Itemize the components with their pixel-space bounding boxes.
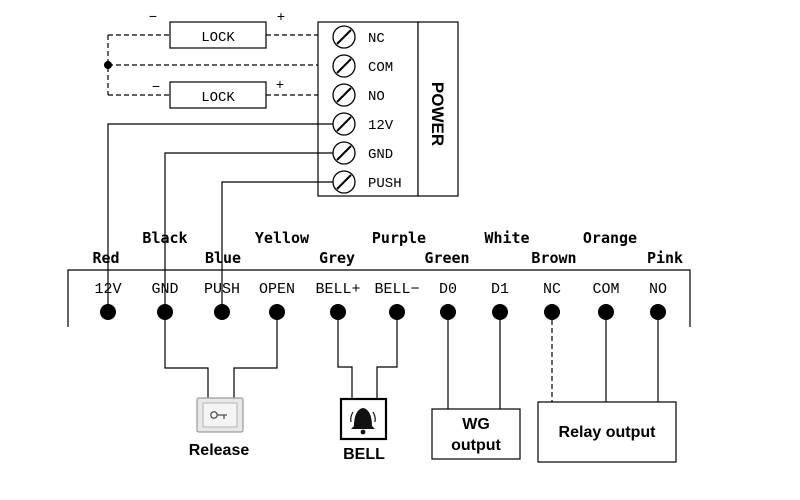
controller-terminal-label: BELL+: [315, 281, 360, 298]
wg-output-label-line2: output: [451, 437, 501, 454]
wire-color-white: White: [484, 229, 529, 247]
wire-color-labels: Red Black Blue Yellow Grey Purple Green …: [92, 229, 683, 267]
terminal-dot: [650, 304, 666, 320]
wire-color-blue: Blue: [205, 249, 241, 267]
power-terminal-label: PUSH: [368, 176, 402, 192]
power-wiring: [107, 123, 333, 312]
terminal-dot: [598, 304, 614, 320]
lock-2: LOCK − +: [152, 76, 284, 109]
power-terminal-com: COM: [332, 54, 393, 78]
power-terminal-no: NO: [332, 83, 385, 107]
bell-label: BELL: [343, 446, 385, 463]
key-icon: [210, 411, 227, 419]
lock-1-plus: +: [277, 8, 285, 24]
terminal-dot: [214, 304, 230, 320]
terminal-dot: [157, 304, 173, 320]
wire-color-yellow: Yellow: [255, 229, 310, 247]
controller-terminal-label: 12V: [94, 281, 121, 298]
controller-terminal-label: D0: [439, 281, 457, 298]
terminal-dot: [492, 304, 508, 320]
wire-color-brown: Brown: [531, 249, 576, 267]
bell-icon: [350, 408, 376, 435]
power-terminal-label: 12V: [368, 118, 394, 134]
release-label: Release: [189, 442, 250, 459]
lock-2-plus: +: [276, 76, 284, 92]
relay-output-box: Relay output: [537, 401, 677, 463]
terminal-dot: [330, 304, 346, 320]
power-terminal-nc: NC: [332, 25, 385, 49]
junction-dot: [104, 61, 112, 69]
power-terminal-12v: 12V: [332, 112, 394, 136]
terminal-dot: [544, 304, 560, 320]
controller-block: 12V GND PUSH OPEN BELL+ BELL− D0 D1 NC C…: [67, 269, 691, 327]
power-terminal-label: COM: [368, 60, 393, 76]
controller-terminal-dots: [100, 304, 666, 320]
controller-terminal-label: BELL−: [374, 281, 419, 298]
power-terminal-label: NC: [368, 31, 385, 47]
power-terminal-gnd: GND: [332, 141, 393, 165]
controller-terminal-label: COM: [592, 281, 619, 298]
controller-terminal-label: GND: [151, 281, 178, 298]
lock-2-label: LOCK: [201, 90, 235, 106]
power-terminal-label: NO: [368, 89, 385, 105]
lock-2-minus: −: [152, 78, 160, 94]
controller-terminal-label: PUSH: [204, 281, 240, 298]
relay-output-label: Relay output: [559, 424, 657, 441]
wire-color-orange: Orange: [583, 229, 637, 247]
wire-color-black: Black: [142, 229, 187, 247]
terminal-dot: [389, 304, 405, 320]
lock-1: LOCK − +: [149, 8, 285, 49]
power-title: POWER: [428, 82, 447, 146]
release-button: Release: [189, 397, 250, 459]
wire-color-purple: Purple: [372, 229, 426, 247]
wire-color-red: Red: [92, 249, 119, 267]
wire-color-pink: Pink: [647, 249, 683, 267]
terminal-dot: [440, 304, 456, 320]
wire-color-green: Green: [424, 249, 469, 267]
controller-terminal-label: NO: [649, 281, 667, 298]
lock-1-minus: −: [149, 8, 157, 24]
power-terminal-label: GND: [368, 147, 393, 163]
wg-output-label-line1: WG: [462, 416, 490, 433]
controller-terminal-label: NC: [543, 281, 561, 298]
lock-1-label: LOCK: [201, 30, 235, 46]
bell-device: BELL: [339, 397, 388, 463]
lock-wiring: [104, 34, 331, 96]
controller-terminal-label: OPEN: [259, 281, 295, 298]
terminal-dot: [100, 304, 116, 320]
device-wiring: [164, 312, 659, 409]
power-terminal-push: PUSH: [332, 170, 402, 194]
wire-color-grey: Grey: [319, 249, 355, 267]
wg-output-box: WG output: [431, 408, 521, 460]
controller-terminal-label: D1: [491, 281, 509, 298]
power-block: POWER NC COM NO 12V GND: [317, 21, 459, 197]
terminal-dot: [269, 304, 285, 320]
